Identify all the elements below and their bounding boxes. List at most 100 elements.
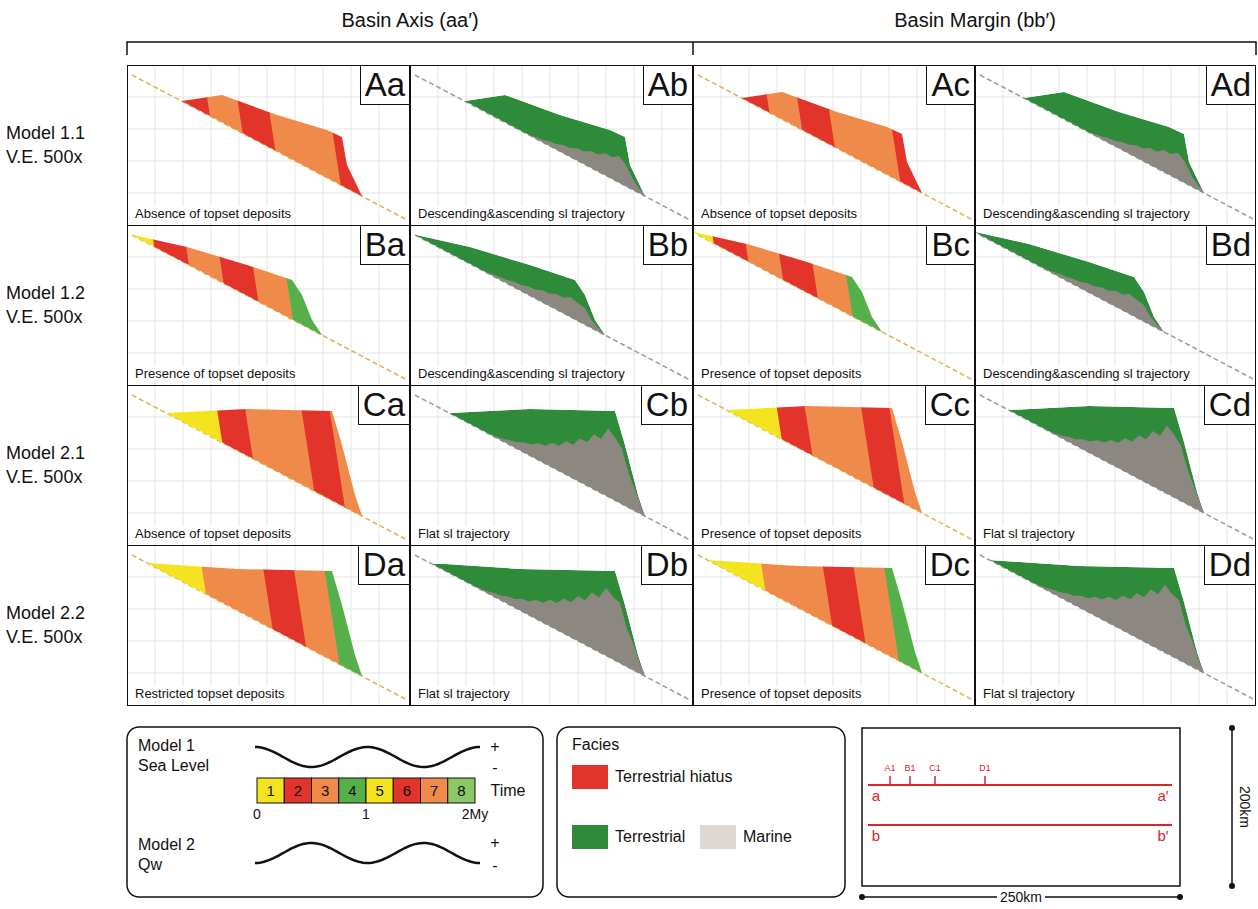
panel-letter: Aa <box>360 66 409 105</box>
grid-line <box>1199 225 1200 385</box>
section-panel-art <box>127 385 410 545</box>
figure-label: V.E. 500x <box>6 147 82 168</box>
wedge <box>137 545 408 705</box>
time-band <box>870 225 928 385</box>
figure-label: - <box>492 857 497 875</box>
grid-line <box>975 673 1256 674</box>
grid-line <box>634 545 635 705</box>
figure-label: 6 <box>403 782 411 799</box>
time-band <box>762 65 818 225</box>
legend-swatch <box>700 825 736 849</box>
section-panel: AaAbsence of topset deposits <box>127 65 410 226</box>
grid-line <box>410 321 693 322</box>
section-panel: BaPresence of topset deposits <box>127 225 410 386</box>
panel-caption: Descending&ascending sl trajectory <box>416 206 627 221</box>
legend-swatch <box>572 765 608 789</box>
panel-letter: Dc <box>925 546 974 585</box>
figure-label: D1 <box>979 763 991 773</box>
wedge <box>119 225 368 385</box>
grid-line <box>975 161 1256 162</box>
figure-label: b′ <box>1157 827 1168 844</box>
panel-caption: Descending&ascending sl trajectory <box>416 366 627 381</box>
figure-label: B1 <box>904 763 915 773</box>
section-panel: BcPresence of topset deposits <box>693 225 975 386</box>
section-panel: DbFlat sl trajectory <box>410 545 693 706</box>
figure-label: V.E. 500x <box>6 467 82 488</box>
figure-label: V.E. 500x <box>6 307 82 328</box>
grid-line <box>494 65 495 225</box>
figure-label: a′ <box>1157 787 1168 804</box>
figure-label: 5 <box>375 782 383 799</box>
panel-caption: Descending&ascending sl trajectory <box>981 206 1192 221</box>
figure-label: V.E. 500x <box>6 627 82 648</box>
panel-letter: Ac <box>926 66 974 105</box>
figure-label: Basin Axis (aa′) <box>341 9 478 32</box>
grid-line <box>1087 65 1088 225</box>
figure-label: - <box>492 759 497 777</box>
grid-line <box>693 673 975 674</box>
section-panel: AbDescending&ascending sl trajectory <box>410 65 693 226</box>
wedge <box>1009 406 1234 545</box>
grid-line <box>127 513 410 514</box>
time-band <box>354 385 408 545</box>
panel-caption: Presence of topset deposits <box>133 366 297 381</box>
figure-label: Sea Level <box>138 757 209 775</box>
section-panel: CdFlat sl trajectory <box>975 385 1256 546</box>
grid-line <box>1003 385 1004 545</box>
section-panel: DdFlat sl trajectory <box>975 545 1256 706</box>
figure-label: Model 2 <box>138 836 195 854</box>
panel-caption: Absence of topset deposits <box>699 206 859 221</box>
section-panel-art <box>127 545 410 705</box>
grid-line <box>466 65 467 225</box>
grid-line <box>634 65 635 225</box>
wedge <box>172 65 408 225</box>
time-band <box>198 545 255 705</box>
section-panel-art <box>410 225 693 385</box>
wedge <box>157 385 408 545</box>
grid-line <box>1031 65 1032 225</box>
grid-line <box>410 161 693 162</box>
figure-label: Model 2.1 <box>6 443 85 464</box>
section-panel: CcPresence of topset deposits <box>693 385 975 546</box>
grid-line <box>211 385 212 545</box>
figure-label: Basin Margin (bb′) <box>894 9 1056 32</box>
panel-caption: Presence of topset deposits <box>699 366 863 381</box>
panel-letter: Dd <box>1204 546 1255 585</box>
figure-label: 1 <box>362 806 370 822</box>
grid-line <box>466 385 467 545</box>
panel-caption: Presence of topset deposits <box>699 526 863 541</box>
grid-line <box>917 385 918 545</box>
figure-label: 200km <box>1237 783 1253 831</box>
grid-line <box>127 481 410 482</box>
grid-line <box>155 65 156 225</box>
panel-letter: Cd <box>1204 386 1255 425</box>
grid-line <box>522 225 523 385</box>
figure-label: + <box>490 834 499 852</box>
grid-line <box>127 673 410 674</box>
grid-line <box>721 385 722 545</box>
grid-line <box>211 65 212 225</box>
grid-line <box>1087 225 1088 385</box>
figure-label: 8 <box>457 782 465 799</box>
section-panel-art <box>971 225 1256 385</box>
grid-line <box>239 385 240 545</box>
section-panel-art <box>975 545 1256 705</box>
location-map <box>859 725 1235 900</box>
column-bracket <box>127 42 1256 55</box>
grid-line <box>410 513 693 514</box>
grid-line <box>693 321 975 322</box>
time-band <box>202 65 258 225</box>
grid-line <box>438 65 439 225</box>
panel-caption: Absence of topset deposits <box>133 206 293 221</box>
time-box <box>421 778 448 803</box>
panel-letter: Ba <box>360 226 409 265</box>
grid-line <box>777 65 778 225</box>
grid-line <box>127 353 410 354</box>
grid-line <box>410 193 693 194</box>
figure-label: a <box>872 787 880 804</box>
figure-label: 2 <box>294 782 302 799</box>
grid-line <box>693 641 975 642</box>
grid-line <box>1171 225 1172 385</box>
grid-line <box>239 65 240 225</box>
grid-line <box>127 193 410 194</box>
